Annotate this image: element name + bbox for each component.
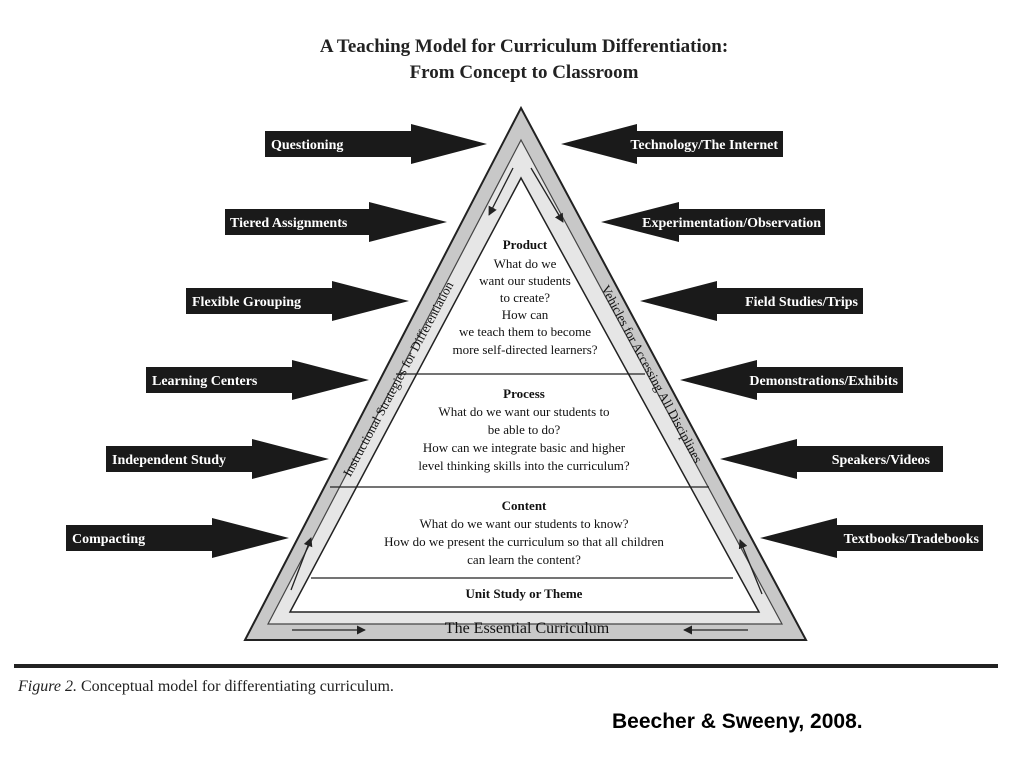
figure-caption: Figure 2. Conceptual model for different… [18, 678, 394, 696]
tier-process-heading: Process [503, 386, 545, 401]
figure-caption-text: Conceptual model for differentiating cur… [80, 678, 394, 695]
left-arrow-questioning: Questioning [265, 124, 487, 164]
left-arrow-label-learning-centers: Learning Centers [152, 374, 258, 389]
tier-process-line-3: How can we integrate basic and higher [423, 440, 626, 455]
right-arrow-label-textbooks: Textbooks/Tradebooks [844, 532, 980, 547]
tier-process-line-1: What do we want our students to [438, 404, 609, 419]
left-arrow-independent-study: Independent Study [106, 439, 329, 479]
tier-product-line-2: want our students [479, 273, 571, 288]
tier-product-line-5: we teach them to become [459, 324, 591, 339]
diagram-title-line1: A Teaching Model for Curriculum Differen… [320, 36, 728, 57]
flow-arrow-right-up [738, 539, 763, 595]
diagram-title-line2: From Concept to Classroom [410, 62, 639, 83]
tier-content-line-2: How do we present the curriculum so that… [384, 534, 664, 549]
tier-content-line-1: What do we want our students to know? [419, 516, 628, 531]
right-arrow-speakers: Speakers/Videos [720, 439, 943, 479]
tier-product-line-6: more self-directed learners? [452, 342, 597, 357]
right-arrow-experimentation: Experimentation/Observation [601, 202, 825, 242]
tier-product: Product What do we want our students to … [452, 237, 597, 357]
tier-content-line-3: can learn the content? [467, 552, 581, 567]
left-arrow-flexible-grouping: Flexible Grouping [186, 281, 409, 321]
flow-arrow-top-right [530, 167, 564, 223]
right-arrow-label-demonstrations: Demonstrations/Exhibits [749, 374, 898, 389]
left-arrow-label-tiered-assignments: Tiered Assignments [230, 216, 348, 231]
right-arrow-textbooks: Textbooks/Tradebooks [760, 518, 983, 558]
right-arrow-label-speakers: Speakers/Videos [832, 453, 931, 468]
tier-unit-heading: Unit Study or Theme [466, 586, 583, 601]
left-arrow-label-compacting: Compacting [72, 532, 145, 547]
tier-content: Content What do we want our students to … [384, 498, 664, 567]
left-arrow-compacting: Compacting [66, 518, 289, 558]
tier-process-line-4: level thinking skills into the curriculu… [418, 458, 629, 473]
right-arrow-field-studies: Field Studies/Trips [640, 281, 863, 321]
tier-product-line-1: What do we [494, 256, 557, 271]
left-arrow-label-flexible-grouping: Flexible Grouping [192, 295, 301, 310]
tier-process: Process What do we want our students to … [418, 386, 629, 473]
right-arrow-label-experimentation: Experimentation/Observation [642, 216, 821, 231]
tier-product-line-3: to create? [500, 290, 550, 305]
pyramid-inner [288, 176, 761, 613]
left-arrow-learning-centers: Learning Centers [146, 360, 369, 400]
differentiation-pyramid-diagram: A Teaching Model for Curriculum Differen… [66, 36, 983, 641]
right-arrow-technology: Technology/The Internet [561, 124, 783, 164]
tier-process-line-2: be able to do? [488, 422, 561, 437]
figure-number: Figure 2. [18, 678, 77, 695]
citation: Beecher & Sweeny, 2008. [612, 710, 863, 733]
base-label: The Essential Curriculum [445, 620, 610, 637]
tier-product-heading: Product [503, 237, 548, 252]
flow-arrow-left-up [290, 537, 313, 591]
tier-product-line-4: How can [502, 307, 549, 322]
tier-content-heading: Content [502, 498, 547, 513]
left-arrow-label-questioning: Questioning [271, 138, 343, 153]
right-arrow-label-field-studies: Field Studies/Trips [745, 295, 858, 310]
left-arrow-label-independent-study: Independent Study [112, 453, 226, 468]
right-arrow-demonstrations: Demonstrations/Exhibits [680, 360, 903, 400]
caption-divider [14, 664, 998, 668]
right-arrow-label-technology: Technology/The Internet [630, 138, 778, 153]
left-arrow-tiered-assignments: Tiered Assignments [225, 202, 447, 242]
flow-arrow-top-left [488, 167, 514, 216]
